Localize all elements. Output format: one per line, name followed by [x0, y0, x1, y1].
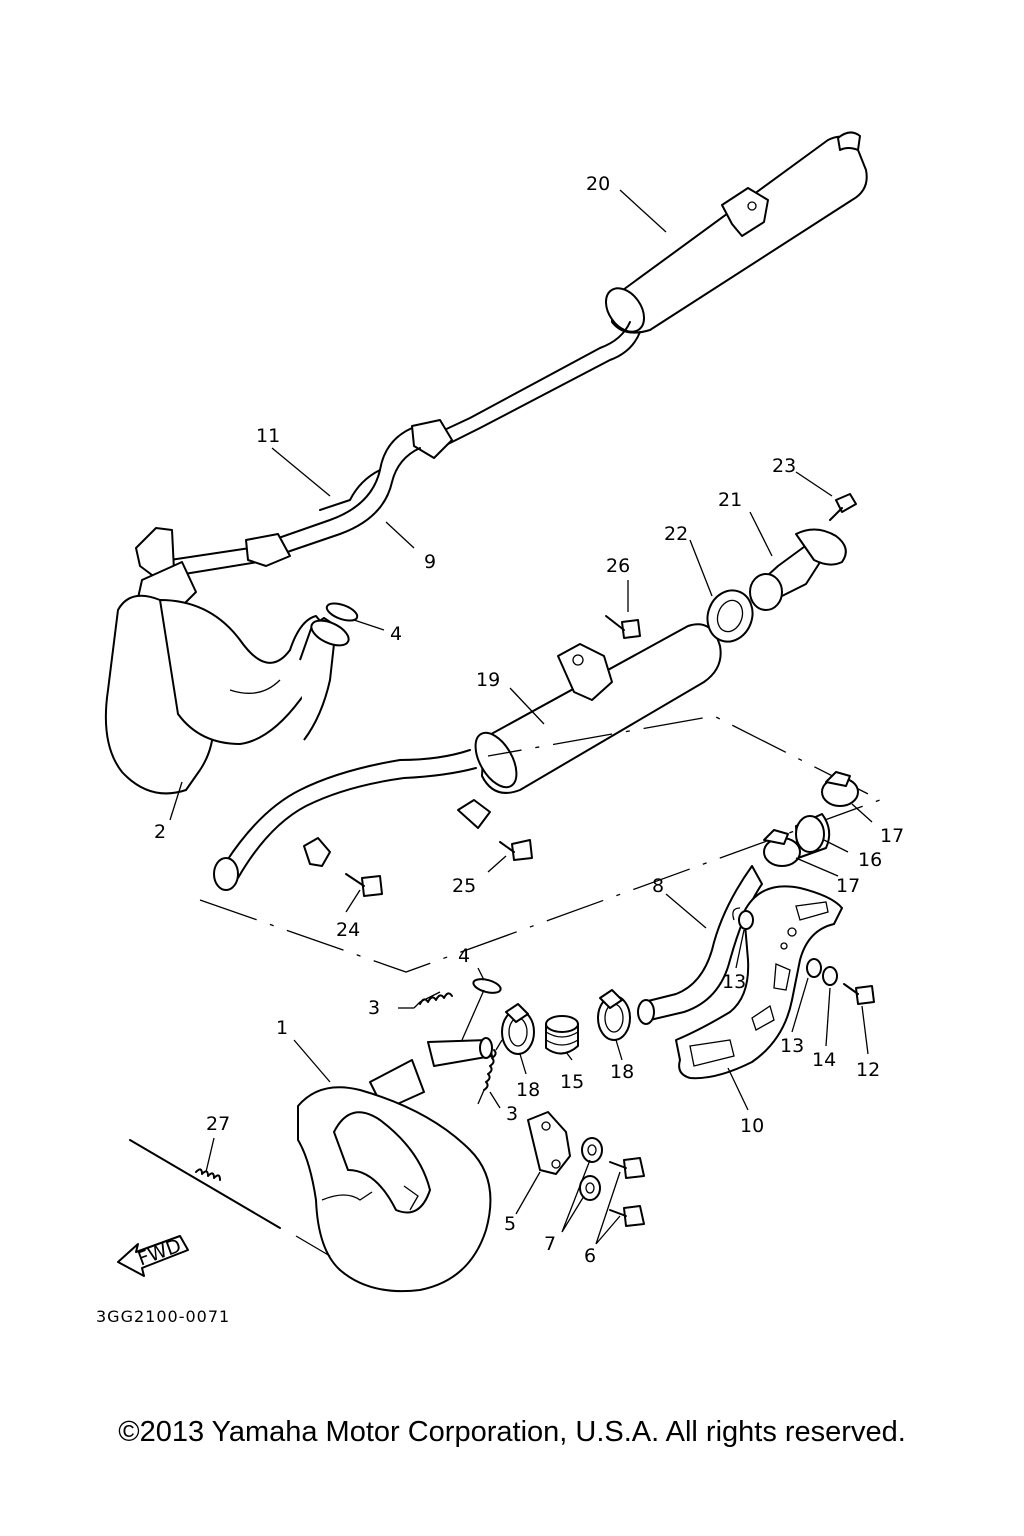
washer-7-lower [579, 1175, 601, 1201]
callout-10: 10 [740, 1115, 764, 1137]
expansion-chamber-1 [297, 1037, 493, 1293]
heat-shield-10 [675, 885, 843, 1080]
callout-13a: 13 [722, 971, 746, 993]
callout-19: 19 [476, 669, 500, 691]
callout-27: 27 [206, 1113, 230, 1135]
callout-24: 24 [336, 919, 360, 941]
callout-23: 23 [772, 455, 796, 477]
exhaust-pipe-9-11 [135, 321, 641, 579]
bolt-6-lower [609, 1205, 645, 1227]
fwd-label: FWD [135, 1235, 184, 1271]
callout-18b: 18 [610, 1061, 634, 1083]
gasket-22 [706, 589, 754, 643]
muffler-20 [604, 131, 868, 334]
fwd-arrow-icon [117, 1235, 189, 1277]
washer-7-upper [581, 1137, 603, 1163]
spring-3-left [413, 991, 453, 1009]
washer-13-upper [732, 907, 754, 930]
bolt-25 [499, 839, 533, 861]
bracket-5 [527, 1111, 571, 1175]
copyright-notice: ©2013 Yamaha Motor Corporation, U.S.A. A… [118, 1416, 906, 1448]
grommet-15 [545, 1015, 579, 1055]
callout-13b: 13 [780, 1035, 804, 1057]
drawing-code: 3GG2100-0071 [96, 1307, 230, 1326]
callout-2: 2 [154, 821, 166, 843]
callout-7: 7 [544, 1233, 556, 1255]
callout-5: 5 [504, 1213, 516, 1235]
leader-lines [169, 189, 873, 1257]
washer-14 [822, 966, 838, 986]
washer-13-lower [806, 958, 822, 978]
callout-9: 9 [424, 551, 436, 573]
bolt-23 [829, 493, 857, 521]
callout-22: 22 [664, 523, 688, 545]
kit-outline [199, 715, 882, 973]
callout-8: 8 [652, 875, 664, 897]
callout-labels: 1 2 3 3 4 4 5 6 7 8 9 10 11 12 13 13 14 … [154, 173, 904, 1267]
callout-6: 6 [584, 1245, 596, 1267]
callout-14: 14 [812, 1049, 836, 1071]
rod-spring-27 [129, 1139, 281, 1229]
callout-15: 15 [560, 1071, 584, 1093]
callout-18a: 18 [516, 1079, 540, 1101]
bolt-24 [345, 873, 383, 897]
silencer-19 [213, 623, 722, 891]
callout-17a: 17 [880, 825, 904, 847]
clamp-18-right [597, 989, 631, 1041]
callout-20: 20 [586, 173, 610, 195]
callout-11: 11 [256, 425, 280, 447]
clamp-17-upper [821, 771, 859, 807]
callout-3a: 3 [368, 997, 380, 1019]
oring-4-lower [472, 978, 502, 994]
callout-3b: 3 [506, 1103, 518, 1125]
expansion-chamber-2 [104, 561, 350, 795]
bolt-26 [605, 615, 641, 639]
callout-12: 12 [856, 1059, 880, 1081]
exhaust-parts-diagram: 1 2 3 3 4 4 5 6 7 8 9 10 11 12 13 13 14 … [96, 131, 904, 1326]
bolt-6-upper [609, 1157, 645, 1179]
callout-26: 26 [606, 555, 630, 577]
oring-4-upper [325, 602, 359, 622]
tailpipe-cap-21 [749, 528, 847, 611]
callout-4b: 4 [458, 945, 470, 967]
callout-21: 21 [718, 489, 742, 511]
spring-3-right [477, 1039, 503, 1105]
callout-17b: 17 [836, 875, 860, 897]
callout-1: 1 [276, 1017, 288, 1039]
clamp-17-lower [763, 829, 801, 867]
sleeve-16 [795, 813, 831, 859]
callout-4a: 4 [390, 623, 402, 645]
bolt-12 [843, 983, 875, 1005]
callout-25: 25 [452, 875, 476, 897]
clamp-18-left [501, 1003, 535, 1055]
callout-16: 16 [858, 849, 882, 871]
